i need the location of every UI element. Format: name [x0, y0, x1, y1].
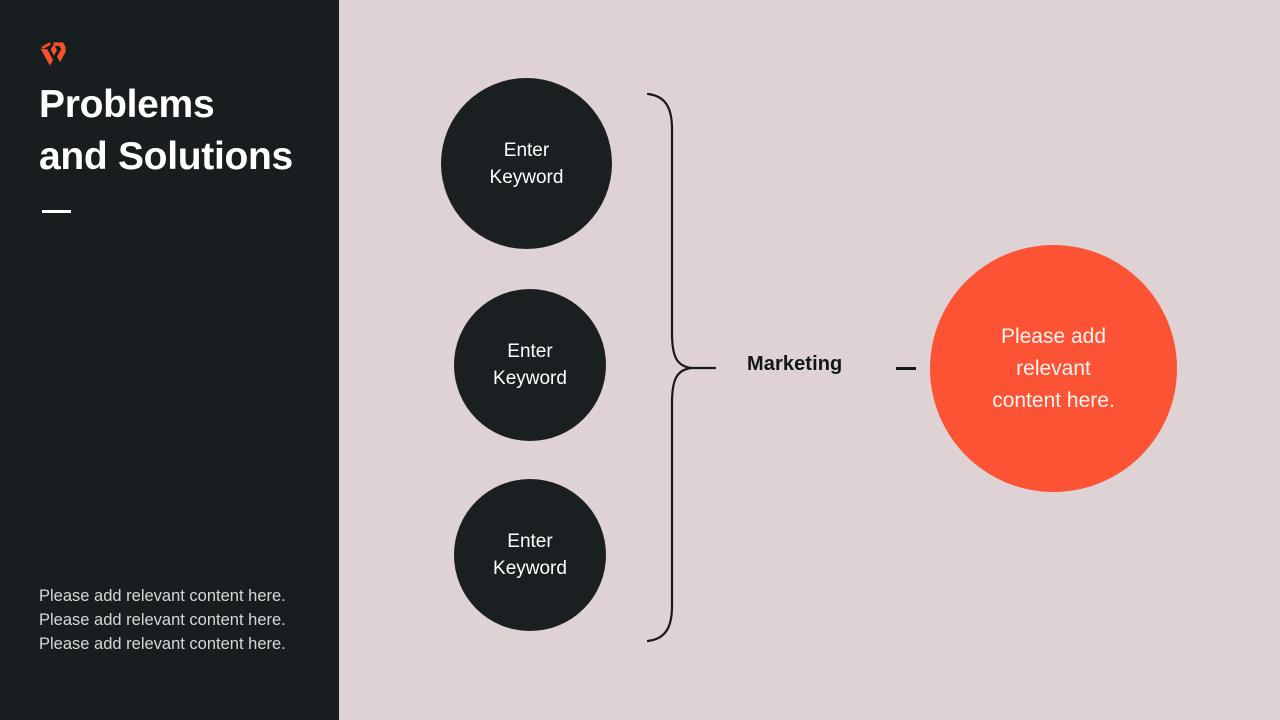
input-node-3-line-1: Enter: [507, 531, 553, 552]
result-node[interactable]: Please add relevant content here.: [930, 245, 1177, 492]
result-node-line-2: relevant: [1016, 356, 1091, 380]
input-node-1-line-2: Keyword: [489, 166, 564, 188]
connector-dash: [896, 367, 916, 370]
input-node-3-line-2: Keyword: [493, 558, 567, 579]
curly-brace-connector-icon: [639, 85, 729, 650]
result-node-line-3: content here.: [992, 388, 1115, 412]
input-node-2[interactable]: Enter Keyword: [454, 289, 606, 441]
input-node-1[interactable]: Enter Keyword: [441, 78, 612, 249]
input-node-2-line-2: Keyword: [493, 368, 567, 389]
sidebar-body-text: Please add relevant content here. Please…: [39, 587, 286, 653]
result-node-label: Please add relevant content here.: [992, 321, 1115, 417]
input-node-2-line-1: Enter: [507, 341, 553, 362]
sidebar-panel: Problems and Solutions Please add releva…: [0, 0, 339, 720]
category-label: Marketing: [747, 353, 843, 375]
input-node-1-label: Enter Keyword: [490, 137, 564, 191]
result-node-line-1: Please add: [1000, 324, 1107, 348]
input-node-3-label: Enter Keyword: [493, 528, 567, 582]
diagram-area: Enter Keyword Enter Keyword Enter Keywor…: [339, 0, 1280, 720]
page-title-line-2: and Solutions: [39, 135, 293, 178]
brand-hexagon-logo-icon: [39, 41, 67, 67]
input-node-1-line-1: Enter: [503, 139, 550, 161]
input-node-2-label: Enter Keyword: [493, 338, 567, 392]
page-title-line-1: Problems: [39, 83, 215, 126]
title-divider: [42, 210, 71, 213]
page-title: Problems and Solutions: [39, 79, 329, 183]
input-node-3[interactable]: Enter Keyword: [454, 479, 606, 631]
